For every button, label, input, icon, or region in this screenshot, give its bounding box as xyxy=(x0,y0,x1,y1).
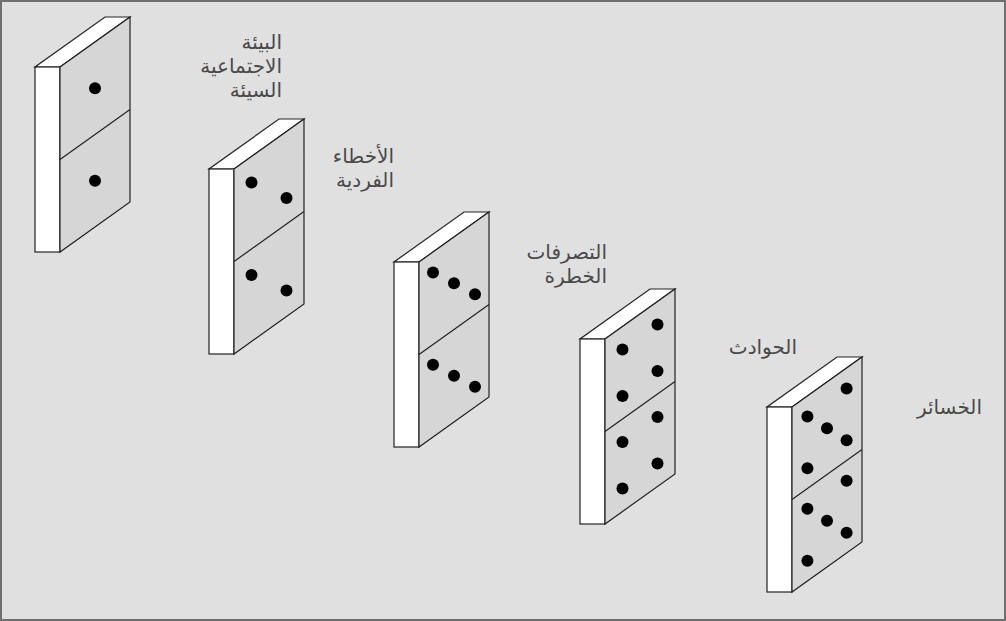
domino-label: الخسائر xyxy=(870,395,982,419)
domino-pip xyxy=(841,527,853,539)
domino-pip xyxy=(469,381,481,393)
domino-node: البيئة الاجتماعية السيئة xyxy=(35,17,130,252)
domino-pip xyxy=(652,411,664,423)
domino-side xyxy=(580,339,605,524)
domino-side xyxy=(209,169,234,354)
domino-face xyxy=(605,289,675,524)
domino-tile xyxy=(209,119,304,354)
domino-pip xyxy=(469,288,481,300)
domino-node: الخسائر xyxy=(767,357,862,592)
domino-pip xyxy=(281,192,293,204)
domino-label: الحوادث xyxy=(685,335,797,359)
domino-pip xyxy=(841,475,853,487)
domino-node: الأخطاء الفردية xyxy=(209,119,304,354)
domino-pip xyxy=(617,344,629,356)
domino-pip xyxy=(246,269,258,281)
domino-divider xyxy=(234,212,304,262)
domino-pip xyxy=(89,175,101,187)
domino-pip xyxy=(427,359,439,371)
domino-tile xyxy=(35,17,130,252)
domino-pip xyxy=(652,365,664,377)
domino-side xyxy=(394,262,419,447)
domino-tile xyxy=(767,357,862,592)
domino-pip xyxy=(821,515,833,527)
domino-pip xyxy=(427,266,439,278)
domino-tile xyxy=(394,212,489,447)
domino-divider xyxy=(419,305,489,355)
domino-pip xyxy=(617,390,629,402)
domino-divider xyxy=(792,450,862,500)
domino-face xyxy=(792,357,862,592)
domino-pip xyxy=(89,82,101,94)
domino-pip xyxy=(652,457,664,469)
domino-pip xyxy=(652,319,664,331)
domino-label: البيئة الاجتماعية السيئة xyxy=(170,30,282,102)
domino-pip xyxy=(841,382,853,394)
domino-pip xyxy=(246,176,258,188)
domino-pip xyxy=(841,434,853,446)
domino-pip xyxy=(801,410,813,422)
domino-side xyxy=(35,67,60,252)
domino-pip xyxy=(281,285,293,297)
domino-face xyxy=(234,119,304,354)
domino-pip xyxy=(617,482,629,494)
domino-pip xyxy=(448,370,460,382)
domino-pip xyxy=(821,422,833,434)
domino-divider xyxy=(605,382,675,432)
domino-pip xyxy=(801,503,813,515)
domino-pip xyxy=(617,436,629,448)
domino-divider xyxy=(60,110,130,160)
domino-pip xyxy=(801,462,813,474)
domino-pip xyxy=(801,555,813,567)
domino-label: الأخطاء الفردية xyxy=(310,144,394,192)
domino-tile xyxy=(580,289,675,524)
domino-node: التصرفات الخطرة xyxy=(394,212,489,447)
domino-face xyxy=(419,212,489,447)
domino-face xyxy=(60,17,130,252)
domino-pip xyxy=(448,277,460,289)
domino-side xyxy=(767,407,792,592)
domino-node: الحوادث xyxy=(580,289,675,524)
domino-label: التصرفات الخطرة xyxy=(495,240,607,288)
